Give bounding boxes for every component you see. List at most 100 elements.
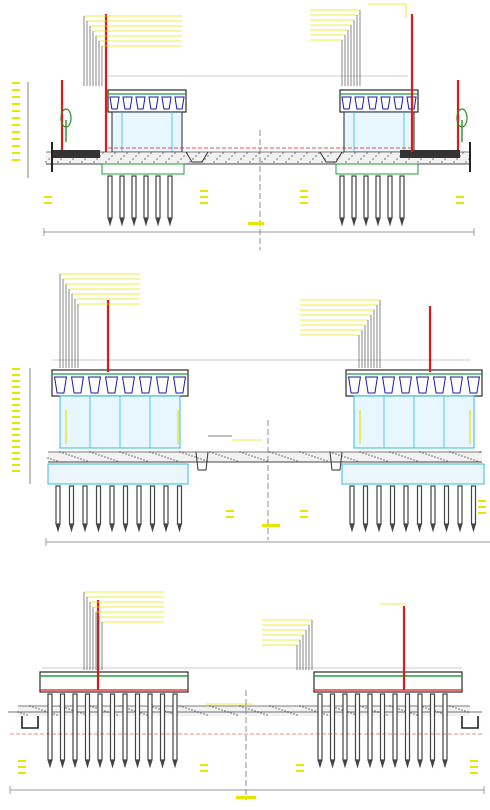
gravel-stone <box>440 458 442 460</box>
gravel-stone <box>410 458 412 460</box>
pile-tip <box>177 523 182 533</box>
gravel-stone <box>200 458 202 460</box>
gravel-stone <box>134 456 136 458</box>
gravel-stone <box>129 161 131 163</box>
gravel-stone <box>216 158 218 160</box>
pile-icon <box>176 485 183 525</box>
gravel-stone <box>263 459 265 461</box>
annotation-mark <box>12 145 20 147</box>
gravel-stone <box>140 712 142 714</box>
pile-icon <box>317 693 323 761</box>
pile-icon <box>82 485 88 525</box>
gravel-stone <box>405 161 407 163</box>
gravel-stone <box>194 710 196 712</box>
gravel-stone <box>108 158 110 160</box>
gravel-stone <box>128 708 130 710</box>
pile-tip <box>317 759 323 769</box>
gravel-stone <box>453 161 455 163</box>
gravel-stone <box>413 713 415 715</box>
gravel-stone <box>317 457 319 459</box>
gravel-stone <box>53 713 55 715</box>
gravel-stone <box>398 454 400 456</box>
annotation-mark <box>12 404 20 406</box>
gravel-stone <box>147 155 149 157</box>
pile-tip <box>339 217 345 227</box>
gravel-stone <box>105 161 107 163</box>
pile-icon <box>367 693 373 761</box>
pile-icon <box>354 693 361 761</box>
left-drain <box>195 451 209 471</box>
gravel-stone <box>335 707 337 709</box>
gravel-stone <box>284 456 286 458</box>
left-deck <box>107 89 187 113</box>
gravel-stone <box>95 707 97 709</box>
annotation-mark <box>44 202 52 204</box>
annotation-mark <box>300 196 308 198</box>
annotation-mark <box>12 89 20 91</box>
pile-icon <box>442 693 448 761</box>
pile-tip <box>363 523 368 533</box>
gravel-stone <box>408 158 410 160</box>
pile-icon <box>387 175 393 219</box>
right-pile-cap <box>335 163 419 175</box>
gravel-stone <box>420 158 422 160</box>
gravel-stone <box>381 161 383 163</box>
gravel-stone <box>306 152 308 154</box>
pile-tip <box>69 523 74 533</box>
gravel-stone <box>327 155 329 157</box>
gravel-stone <box>326 460 328 462</box>
pile-tip <box>399 217 405 227</box>
girder <box>122 96 133 110</box>
gravel-stone <box>309 161 311 163</box>
gravel-stone <box>128 454 130 456</box>
gravel-stone <box>446 460 448 462</box>
gravel-stone <box>125 453 127 455</box>
annotation-mark <box>200 764 208 766</box>
gravel-stone <box>143 713 145 715</box>
pile-tip <box>375 217 381 227</box>
gravel-stone <box>84 158 86 160</box>
gravel-stone <box>150 152 152 154</box>
gravel-stone <box>362 706 364 708</box>
gravel-stone <box>107 457 109 459</box>
gravel-stone <box>425 707 427 709</box>
dimension-label <box>262 524 280 527</box>
gravel-stone <box>465 161 467 163</box>
pile-icon <box>59 693 66 761</box>
gravel-stone <box>203 713 205 715</box>
right-deck <box>345 369 483 397</box>
pile-tip <box>442 759 448 769</box>
gravel-stone <box>275 707 277 709</box>
gravel-stone <box>206 714 208 716</box>
gravel-stone <box>473 459 475 461</box>
left-drain <box>185 151 209 163</box>
annotation-mark <box>12 398 20 400</box>
pile-icon <box>107 175 113 219</box>
pile-tip <box>122 759 128 769</box>
gravel-stone <box>350 712 352 714</box>
gravel-stone <box>233 459 235 461</box>
gravel-stone <box>222 152 224 154</box>
pile-icon <box>443 485 450 525</box>
annotation-mark <box>12 374 20 376</box>
gravel-stone <box>227 457 229 459</box>
annotation-mark <box>12 458 20 460</box>
gravel-stone <box>182 452 184 454</box>
gravel-stone <box>417 161 419 163</box>
annotation-mark <box>12 103 20 105</box>
gravel-stone <box>200 712 202 714</box>
gravel-stone <box>288 158 290 160</box>
gravel-stone <box>467 457 469 459</box>
gravel-stone <box>113 459 115 461</box>
gravel-stone <box>155 707 157 709</box>
pile-icon <box>147 693 153 761</box>
annotation-mark <box>12 422 20 424</box>
pile-tip <box>135 759 140 769</box>
gravel-stone <box>56 460 58 462</box>
section-3 <box>8 591 485 800</box>
girder <box>393 96 404 110</box>
gravel-stone <box>275 453 277 455</box>
deck-outline <box>339 89 419 113</box>
right-pile-cap <box>341 463 485 485</box>
gravel-stone <box>48 158 50 160</box>
